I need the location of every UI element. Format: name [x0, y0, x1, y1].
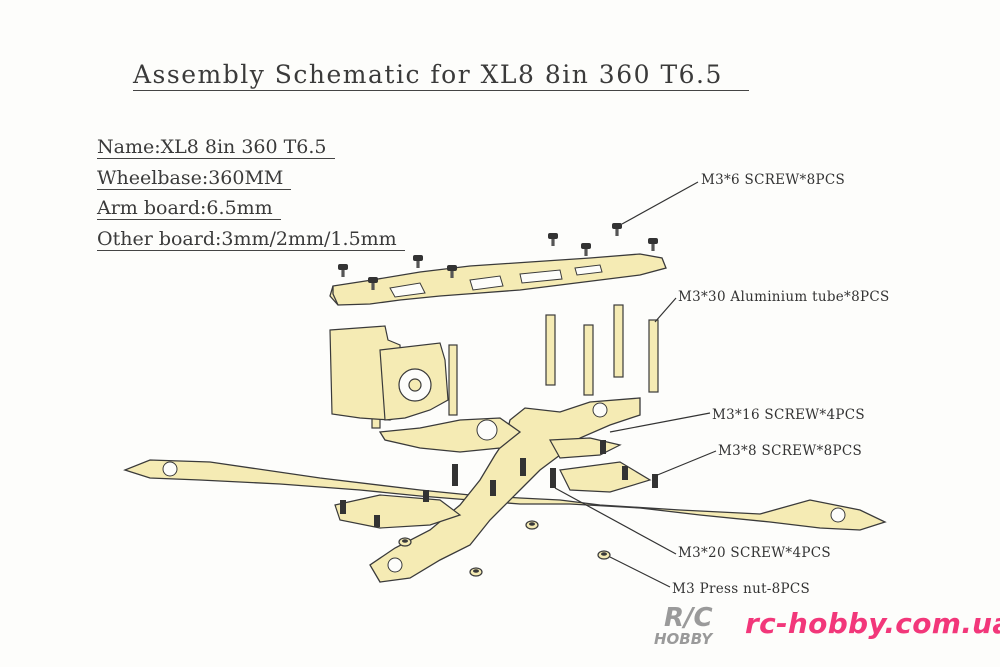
camera-side-plates: [329, 325, 449, 421]
logo-bottom-text: HOBBY: [654, 630, 714, 648]
callout-m3x6-screw: M3*6 SCREW*8PCS: [701, 172, 846, 188]
callout-m3x8-screw: M3*8 SCREW*8PCS: [718, 443, 863, 459]
lower-screws: [340, 440, 658, 527]
spec-arm-board: Arm board:6.5mm: [97, 197, 281, 220]
callout-m3x20-screw: M3*20 SCREW*4PCS: [678, 545, 831, 561]
callout-press-nut: M3 Press nut-8PCS: [672, 581, 811, 597]
callout-m3x30-tube: M3*30 Aluminium tube*8PCS: [678, 289, 890, 305]
main-frame-arms: [123, 397, 887, 583]
callout-m3x16-screw: M3*16 SCREW*4PCS: [712, 407, 865, 423]
top-plate: [329, 253, 667, 306]
spec-name: Name:XL8 8in 360 T6.5: [97, 136, 335, 159]
spec-wheelbase: Wheelbase:360MM: [97, 167, 292, 190]
rc-hobby-logo: R/C HOBBY: [654, 603, 714, 648]
logo-top-text: R/C: [664, 603, 713, 633]
diagram-title: Assembly Schematic for XL8 8in 360 T6.5: [133, 60, 749, 91]
spec-other-board: Other board:3mm/2mm/1.5mm: [97, 228, 405, 251]
watermark-site: rc-hobby.com.ua: [745, 607, 1000, 640]
leader-lines: [554, 181, 717, 588]
